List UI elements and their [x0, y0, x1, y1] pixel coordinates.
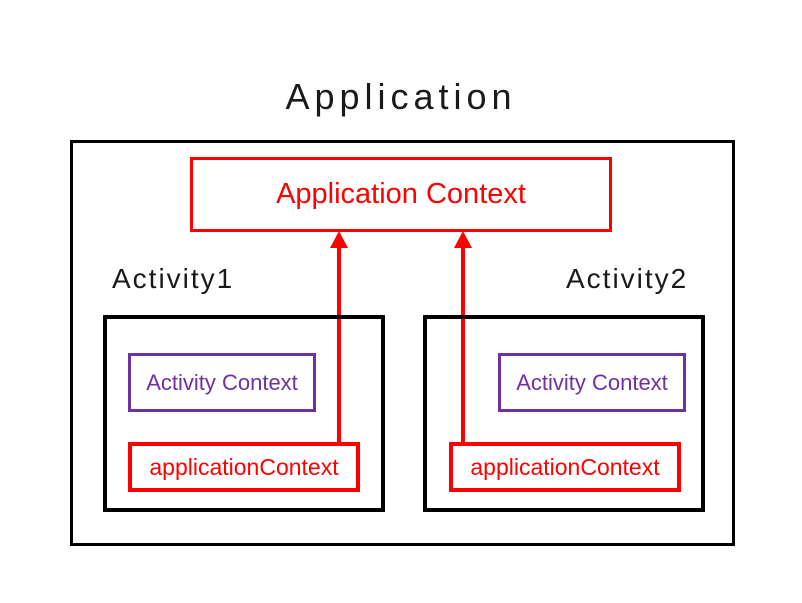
activity1-application-context-ref-label: applicationContext — [149, 453, 339, 480]
diagram-title: Application — [285, 76, 517, 117]
activity1-activity-context-box: Activity Context — [128, 353, 316, 412]
application-context-box: Application Context — [190, 157, 612, 232]
activity1-label: Activity1 — [112, 263, 235, 294]
application-context-label: Application Context — [276, 178, 526, 210]
arrow-up-icon — [330, 231, 348, 248]
activity2-application-context-ref-label: applicationContext — [470, 453, 660, 480]
activity2-box — [423, 315, 705, 512]
arrow-activity2-to-application-context — [461, 247, 465, 442]
activity2-label: Activity2 — [566, 263, 689, 294]
activity2-activity-context-label: Activity Context — [516, 369, 668, 395]
arrow-up-icon — [454, 231, 472, 248]
activity2-activity-context-box: Activity Context — [498, 353, 686, 412]
activity1-box — [103, 315, 385, 512]
activity1-application-context-ref-box: applicationContext — [128, 442, 360, 492]
activity1-activity-context-label: Activity Context — [146, 369, 298, 395]
activity2-application-context-ref-box: applicationContext — [449, 442, 681, 492]
application-outer-box — [70, 140, 735, 546]
arrow-activity1-to-application-context — [337, 247, 341, 442]
